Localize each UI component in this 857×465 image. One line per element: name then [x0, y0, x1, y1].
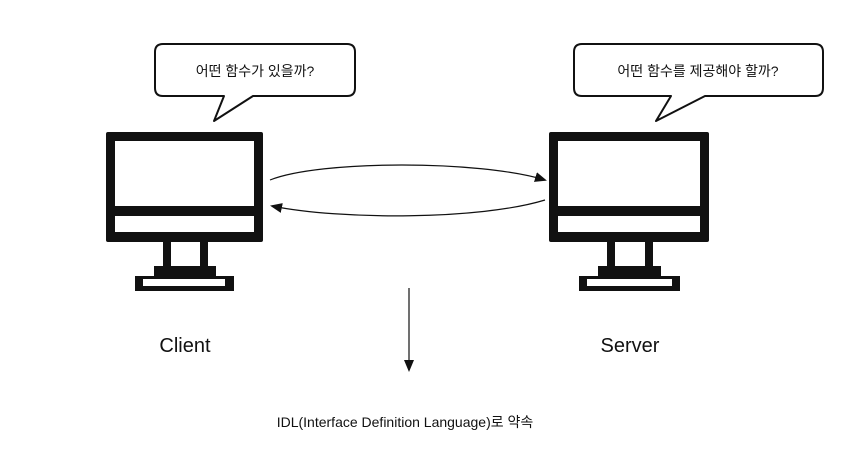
request-arrow — [269, 164, 547, 182]
server-monitor-icon — [549, 132, 709, 291]
server-label: Server — [601, 335, 660, 357]
idl-caption: IDL(Interface Definition Language)로 약속 — [277, 414, 534, 430]
response-arrow — [270, 199, 546, 217]
client-speech-text: 어떤 함수가 있을까? — [196, 63, 315, 79]
server-speech-bubble: 어떤 함수를 제공해야 할까? — [573, 43, 824, 122]
client-monitor-icon — [106, 132, 263, 291]
client-speech-bubble: 어떤 함수가 있을까? — [154, 43, 356, 122]
client-label: Client — [159, 335, 211, 357]
server-speech-text: 어떤 함수를 제공해야 할까? — [617, 63, 778, 79]
